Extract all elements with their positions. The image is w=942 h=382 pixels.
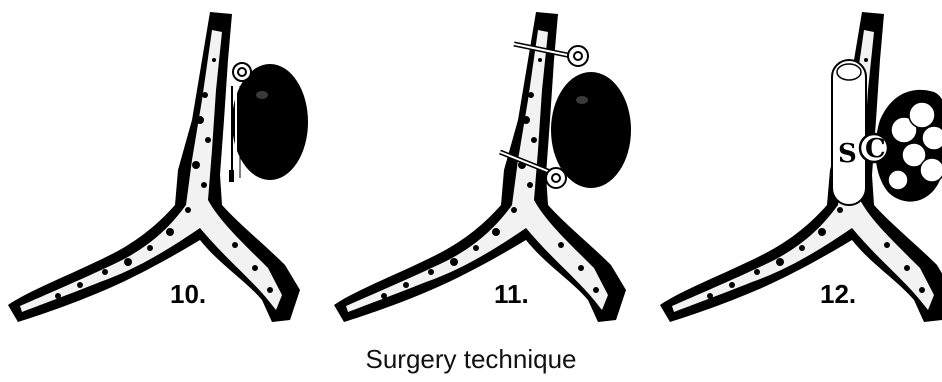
surgery-illustration: 10. 11. S <box>0 0 942 345</box>
panel-label: 10. <box>170 279 206 309</box>
coil-label: C <box>865 134 886 164</box>
coil-marker: C <box>860 134 888 164</box>
panel-11: 11. <box>334 12 631 322</box>
shunt-segment <box>832 60 866 205</box>
figure-caption: Surgery technique <box>0 343 942 375</box>
panel-label: 12. <box>820 279 856 309</box>
shunt-label: S <box>838 139 857 169</box>
panel-label: 11. <box>494 279 529 309</box>
panel-10: 10. <box>8 12 308 322</box>
panel-12: S C 12. <box>660 12 942 322</box>
